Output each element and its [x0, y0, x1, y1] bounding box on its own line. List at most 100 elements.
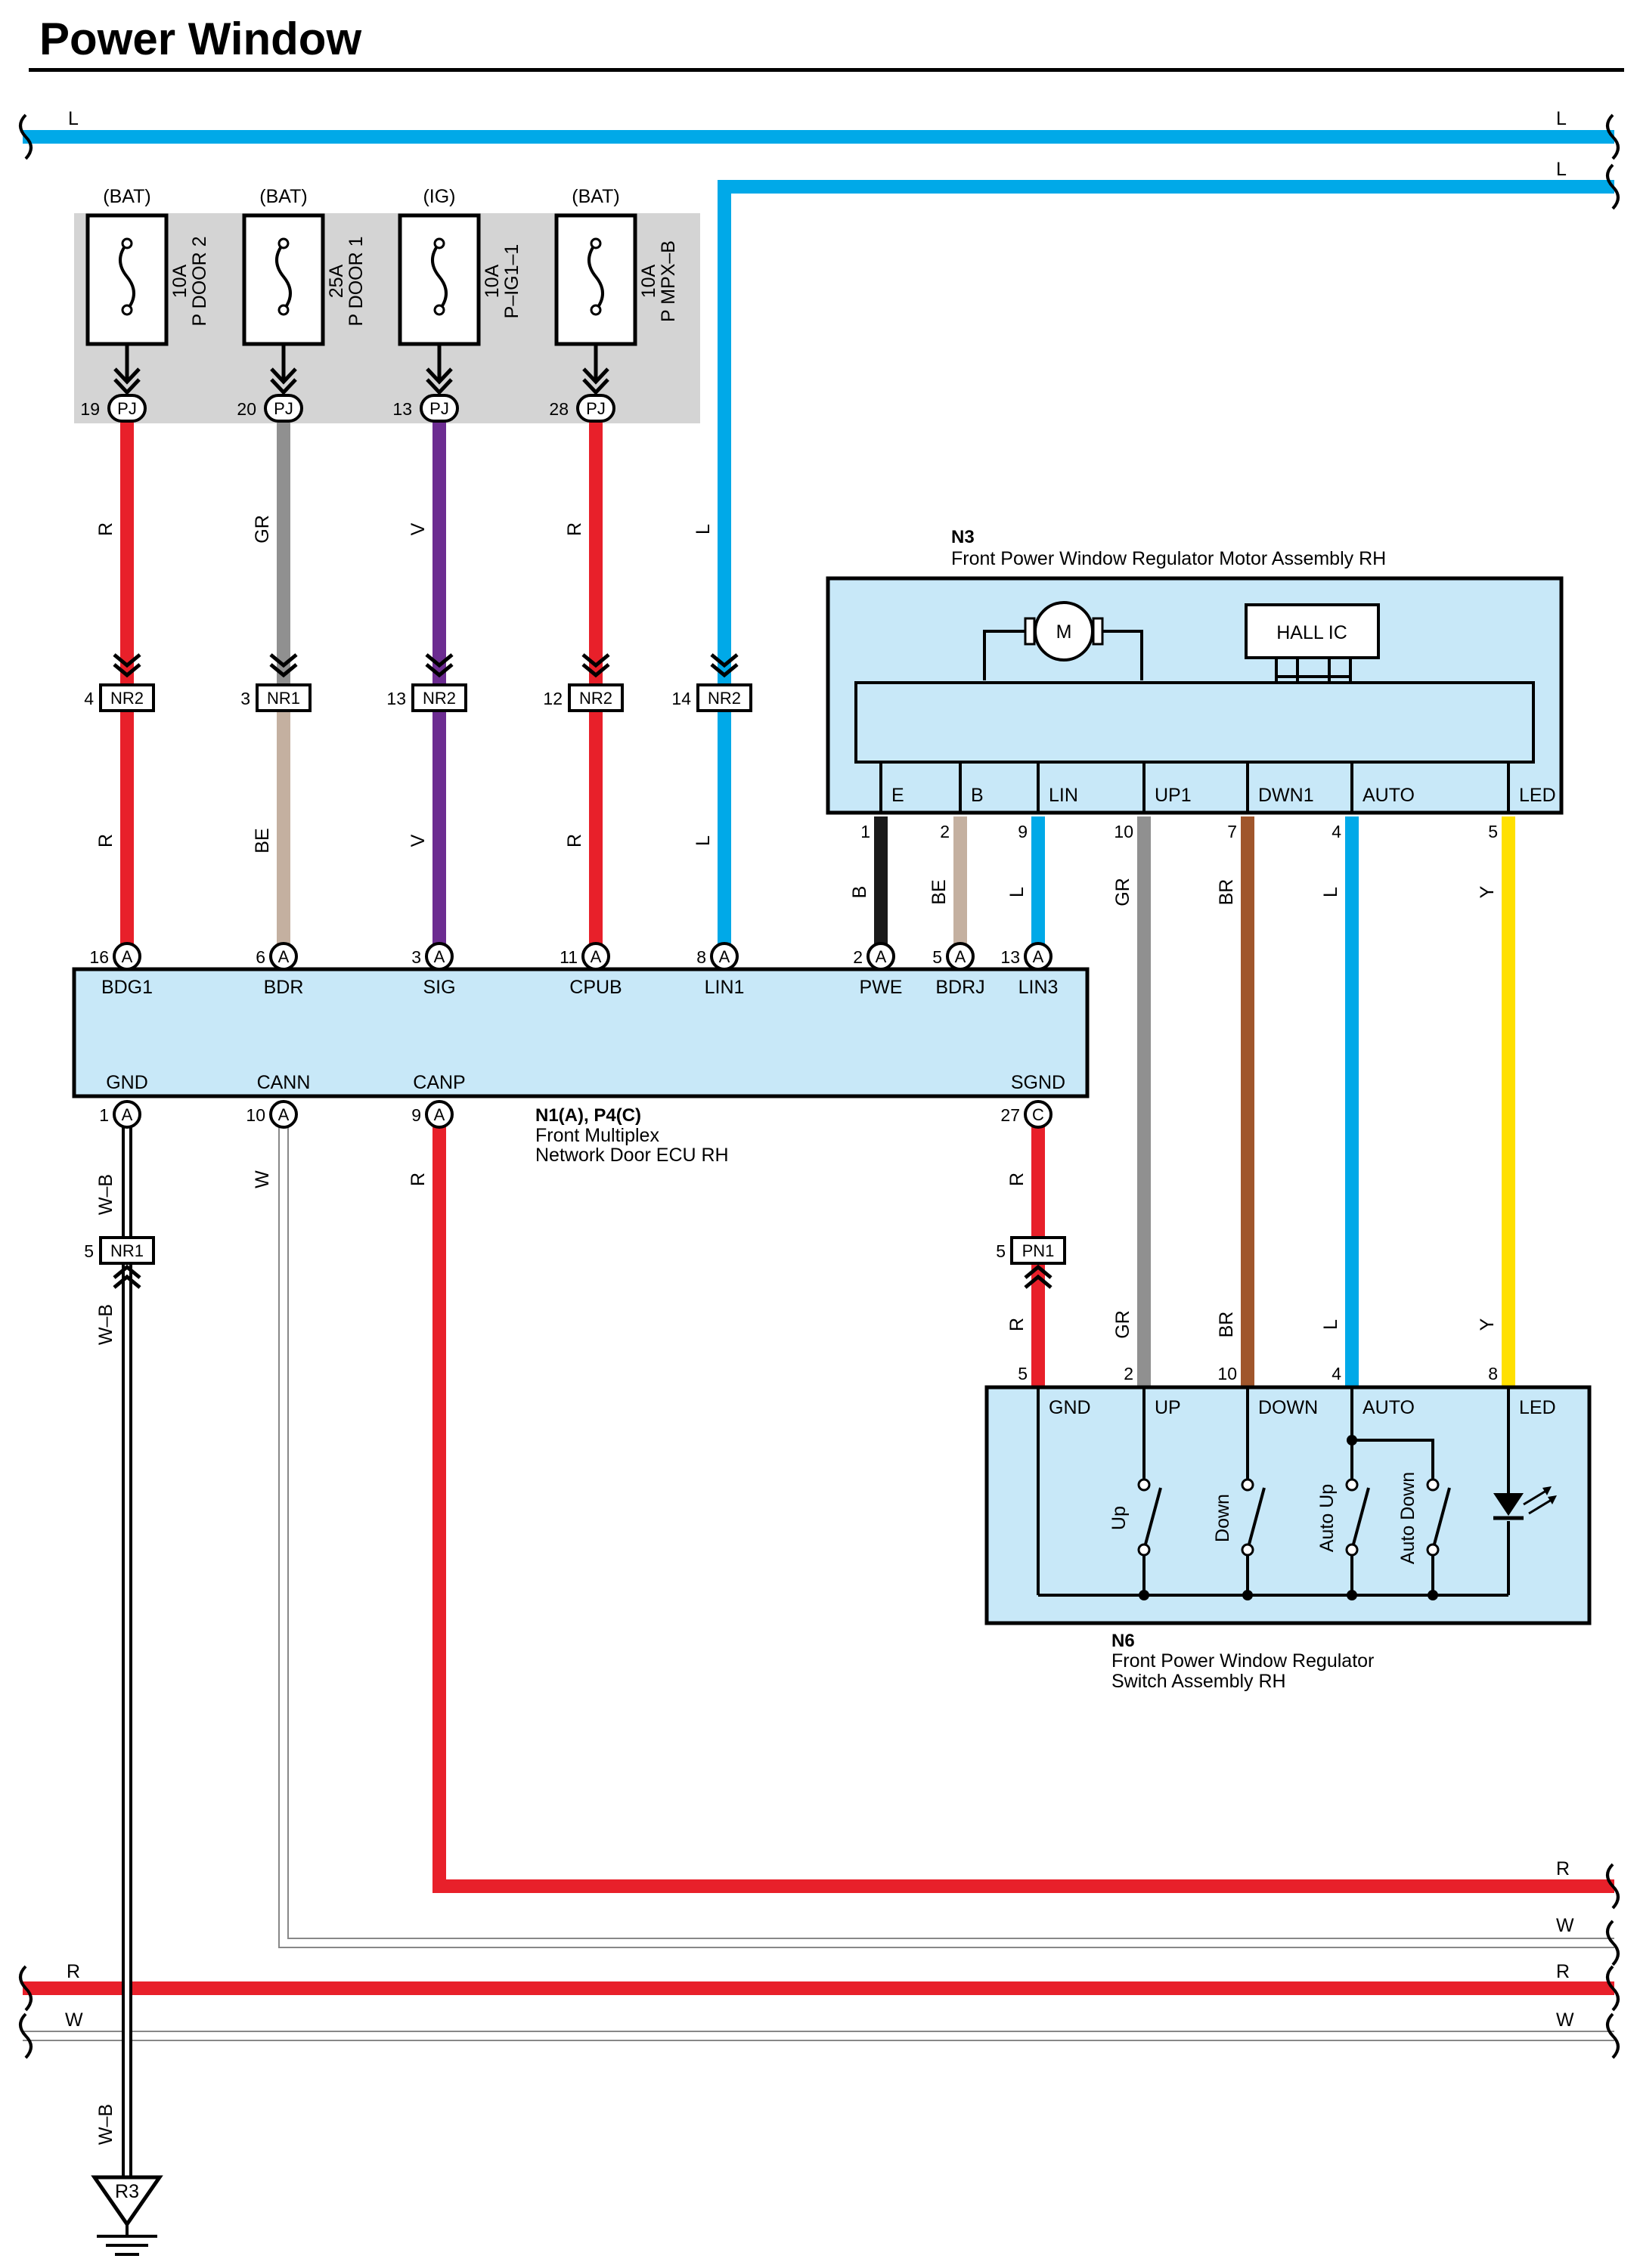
wire-label-top-right: L [1556, 108, 1567, 129]
switch-box [984, 1385, 1592, 1625]
switch-terminal-label: UP [1155, 1397, 1181, 1418]
switch-wire-label: BR [1216, 1312, 1237, 1338]
motor-wire-label: L [1320, 887, 1341, 897]
ecu-box [72, 967, 1090, 1098]
bus-label-w-right: W [1556, 2009, 1574, 2031]
fuse-terminal [277, 304, 290, 316]
nr-connector-code: NR1 [267, 689, 300, 708]
fuse-body [554, 213, 637, 346]
switch-name-line1: Front Power Window Regulator [1111, 1650, 1374, 1672]
gnd-connector-pin: 5 [84, 1241, 94, 1261]
switch-terminal-pin: 2 [1124, 1364, 1133, 1383]
fuse-conn-pill [107, 394, 147, 423]
break-right-2 [1606, 163, 1620, 210]
fuse-name: P DOOR 2 [189, 236, 210, 326]
motor-terminal-pin: 7 [1227, 822, 1237, 841]
switch-wire-label: Y [1477, 1318, 1498, 1331]
nr-connector-code: NR2 [579, 689, 612, 708]
switch-terminal-label: LED [1519, 1397, 1556, 1418]
upper-wire-label: R [564, 522, 585, 536]
fuse-rating: 10A [638, 264, 659, 298]
fuse-body [242, 213, 325, 346]
motor-wire-label: GR [1112, 878, 1133, 906]
ecu-pin-code: A [434, 947, 445, 966]
ecu-pin-label: CANN [257, 1072, 311, 1093]
led-icon [1493, 1486, 1557, 1520]
nr-connector-2: NR1 3 [240, 653, 312, 712]
fuse-arrow-icon [113, 367, 141, 395]
fuse-conn-code: PJ [586, 399, 606, 418]
ecu-pin-circle [946, 942, 975, 971]
page-title: Power Window [39, 14, 361, 64]
ecu-pin-number: 9 [411, 1105, 421, 1125]
bus-label-r-right: R [1556, 1961, 1570, 1982]
motor-terminal-pin: 1 [860, 822, 870, 841]
nr-pin: 3 [240, 689, 250, 708]
wire-label-top-left: L [68, 108, 79, 129]
switch-terminal-label: AUTO [1363, 1397, 1415, 1418]
ecu-pin-circle [113, 942, 141, 971]
ecu-pin-label: LIN1 [705, 977, 745, 998]
switch-id: N6 [1111, 1631, 1135, 1651]
ecu-pin-number: 1 [99, 1105, 109, 1125]
switch-dots [1137, 1435, 1440, 1600]
fuse-icon [275, 242, 292, 311]
lower-wire-label: BE [252, 828, 273, 853]
fuse-pin: 19 [80, 399, 100, 419]
ecu-pin-label: CANP [413, 1072, 465, 1093]
fuse-conn-code: PJ [274, 399, 293, 418]
gnd-wire-label-upper: W–B [95, 1174, 116, 1215]
gnd-connector-code: NR1 [110, 1241, 144, 1260]
break-right-1 [1606, 113, 1620, 160]
gnd-wire-label-lower: W–B [95, 1304, 116, 1345]
switch-terminal-pin: 10 [1217, 1364, 1237, 1383]
nr-connector-box [99, 683, 155, 712]
ground-symbol: R3 [91, 2175, 163, 2256]
ecu-pin-code: A [1033, 947, 1044, 966]
sgnd-connector-pin: 5 [996, 1241, 1006, 1261]
fuse-name: P–IG1–1 [501, 244, 522, 319]
break-right-3 [1606, 1863, 1620, 1910]
fuse-conn-pill [576, 394, 615, 423]
fuse-name: P DOOR 1 [346, 236, 367, 326]
hall-ic-label: HALL IC [1276, 622, 1347, 643]
lower-wire-label: V [408, 834, 429, 847]
motor-wire-label: Y [1477, 885, 1498, 898]
fuse-rating: 10A [169, 264, 191, 298]
chevron-up-icon [113, 1264, 141, 1289]
nr-connector-code: NR2 [423, 689, 456, 708]
motor-terminal-pin: 9 [1018, 822, 1028, 841]
motor-terminal-label: UP1 [1155, 785, 1192, 806]
upper-wire-label: V [408, 522, 429, 535]
chevron-down-icon [425, 653, 454, 678]
motor-inner-block [854, 681, 1535, 764]
motor-terminal-label: AUTO [1363, 785, 1415, 806]
ecu-pin-label: SIG [423, 977, 455, 998]
fuse-conn-code: PJ [429, 399, 449, 418]
nr-connector-box [411, 683, 467, 712]
switch-terminal-up: UP 2 [1124, 1364, 1181, 1418]
lower-wire-label: L [693, 835, 714, 846]
fuse-source: (BAT) [103, 186, 150, 207]
motor-terminal-label: B [971, 785, 984, 806]
ecu-pin-code: A [278, 1105, 290, 1124]
